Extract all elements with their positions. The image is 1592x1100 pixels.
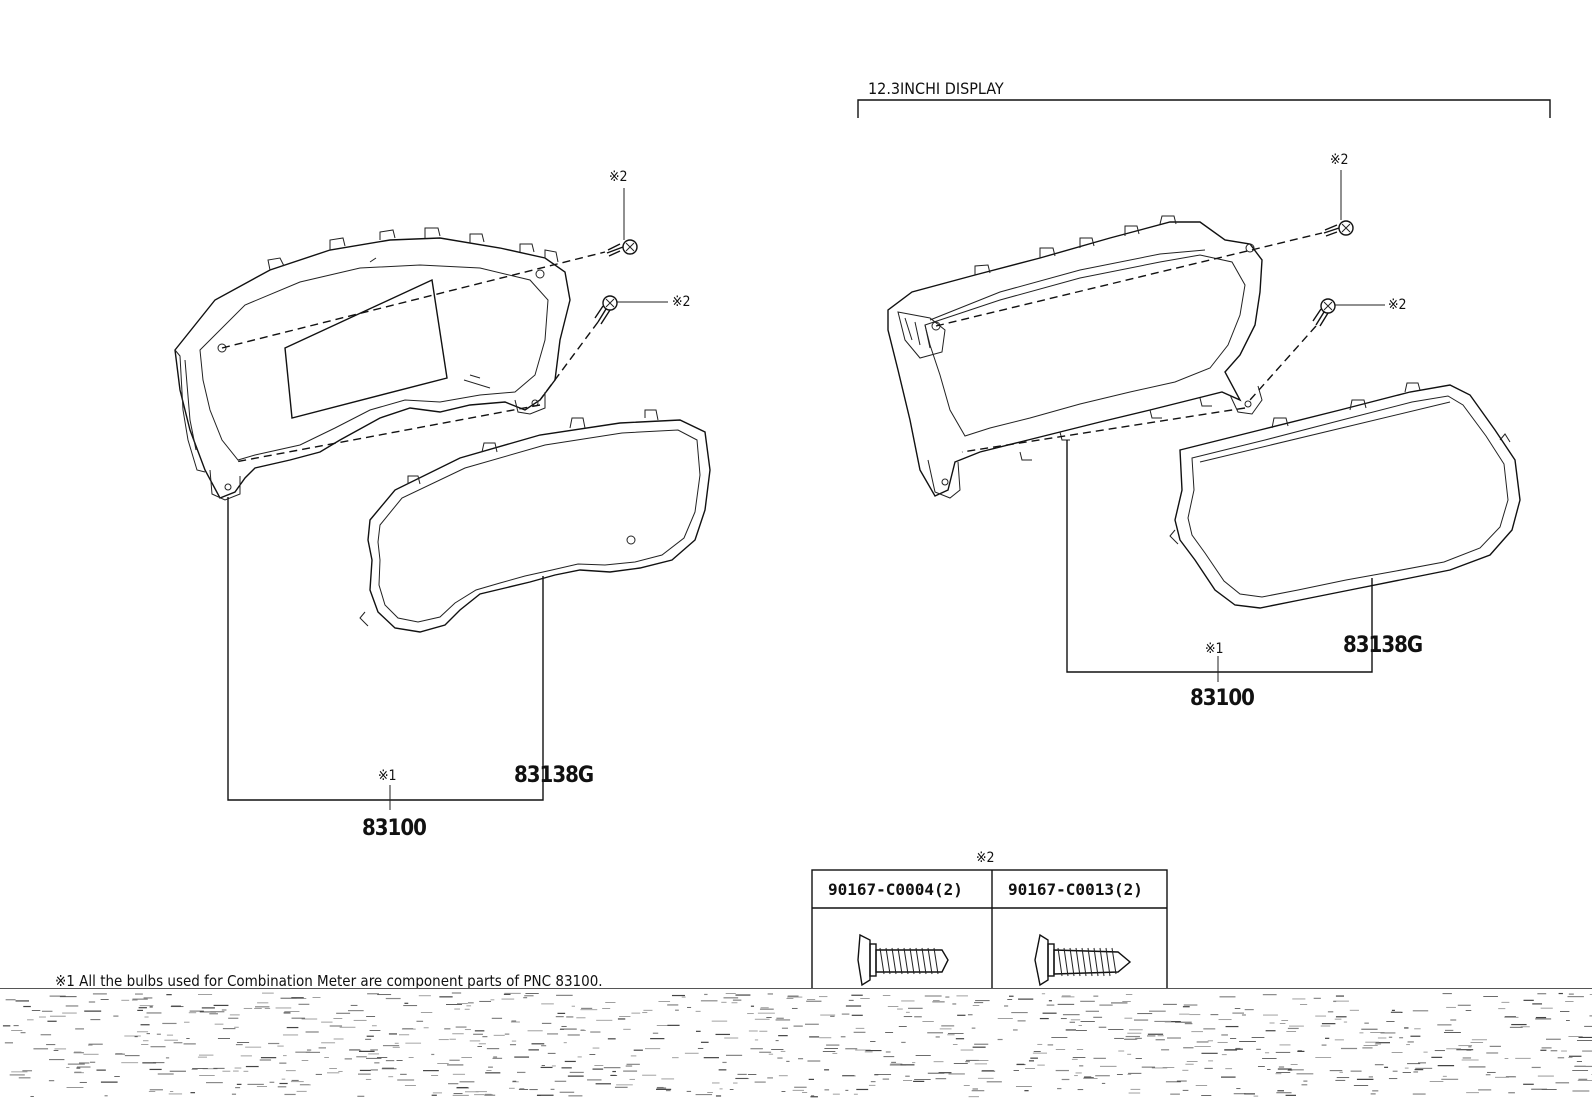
right-group-bracket <box>857 99 1551 118</box>
footer-note: ※1 All the bulbs used for Combination Me… <box>55 972 603 990</box>
screw-table-note: ※2 <box>976 850 995 866</box>
left-dashed-line-1 <box>221 251 606 349</box>
left-meter-housing <box>174 227 571 501</box>
left-part-83138G: 83138G <box>514 763 593 788</box>
left-dashed-line-3 <box>234 404 541 463</box>
right-dashed-line-2 <box>1249 325 1317 401</box>
scan-noise-strip <box>0 988 1592 1100</box>
screw-table: ※2 90167-C0004(2) 90167-C0013(2) <box>811 850 1168 991</box>
right-screw-right <box>1312 298 1336 327</box>
screw-illustration-2 <box>1034 933 1132 987</box>
right-note-1: ※1 <box>1205 641 1224 657</box>
screw-table-col-2: 90167-C0013(2) <box>1008 880 1143 899</box>
right-lens-cover <box>1169 382 1521 609</box>
right-part-83138G: 83138G <box>1343 633 1422 658</box>
right-note-2a: ※2 <box>1330 152 1349 168</box>
right-part-83100: 83100 <box>1190 686 1254 711</box>
left-bracket <box>227 497 544 801</box>
right-meter-housing <box>887 215 1263 499</box>
left-part-83100: 83100 <box>362 816 426 841</box>
left-screw-top <box>606 239 638 257</box>
right-screw-top <box>1323 220 1354 237</box>
left-note-2a: ※2 <box>609 169 628 185</box>
right-dashed-line-3 <box>961 407 1246 453</box>
left-screw-right <box>594 295 618 325</box>
right-group-title: 12.3INCHI DISPLAY <box>868 79 1004 98</box>
left-note-2b: ※2 <box>672 294 691 310</box>
left-note-1: ※1 <box>378 768 397 784</box>
left-lens-cover <box>359 409 711 633</box>
right-dashed-line-1 <box>935 232 1323 327</box>
screw-illustration-1 <box>857 933 949 987</box>
left-dashed-line-2 <box>539 321 599 401</box>
right-bracket <box>1066 440 1373 673</box>
right-note-2b: ※2 <box>1388 297 1407 313</box>
screw-table-col-1: 90167-C0004(2) <box>828 880 963 899</box>
